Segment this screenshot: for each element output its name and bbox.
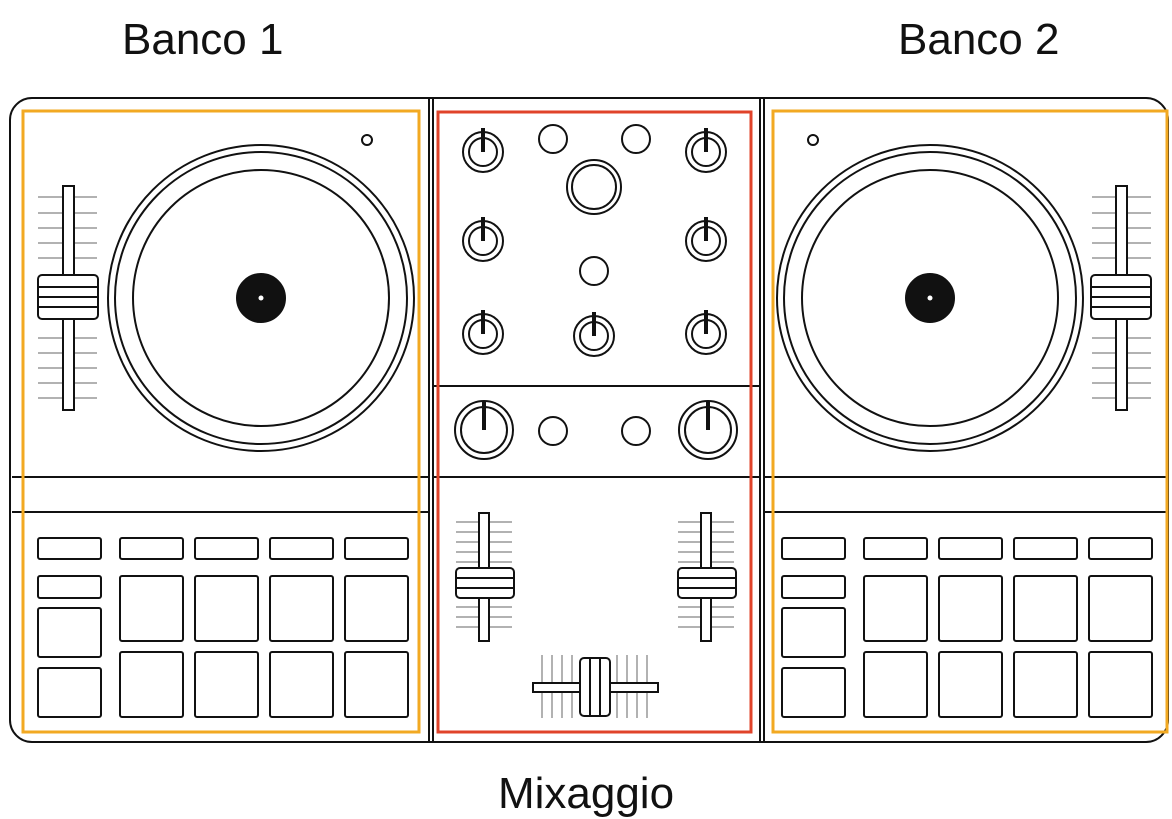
deck-1-pads[interactable] [37,537,409,718]
controller-body [9,97,1169,743]
deck-1-indicator-led [361,134,373,146]
mixer-section [433,124,760,718]
deck-1-label: Banco 1 [122,15,284,64]
deck-1-highlight [21,109,421,734]
deck-1-pitch-fader[interactable] [37,185,99,411]
deck-2-indicator-led [807,134,819,146]
mixer-channel-1-fader[interactable] [455,512,515,642]
mixer-channel-2-fader[interactable] [677,512,737,642]
mixer-highlight [436,110,753,734]
deck-2-label: Banco 2 [898,15,1060,64]
deck-1 [12,134,429,718]
deck-2-pitch-fader[interactable] [1090,185,1152,411]
deck-2-highlight [771,109,1169,734]
deck-2-jog-wheel[interactable] [776,144,1084,452]
mixer-crossfader[interactable] [532,655,659,718]
deck-1-jog-wheel[interactable] [107,144,415,452]
mixer-gain-knobs[interactable] [454,400,738,460]
mixer-buttons[interactable] [538,124,651,446]
deck-2 [764,134,1166,718]
mixer-eq-knobs[interactable] [462,128,727,357]
mixer-label: Mixaggio [497,769,675,818]
deck-2-pads[interactable] [781,537,1153,718]
